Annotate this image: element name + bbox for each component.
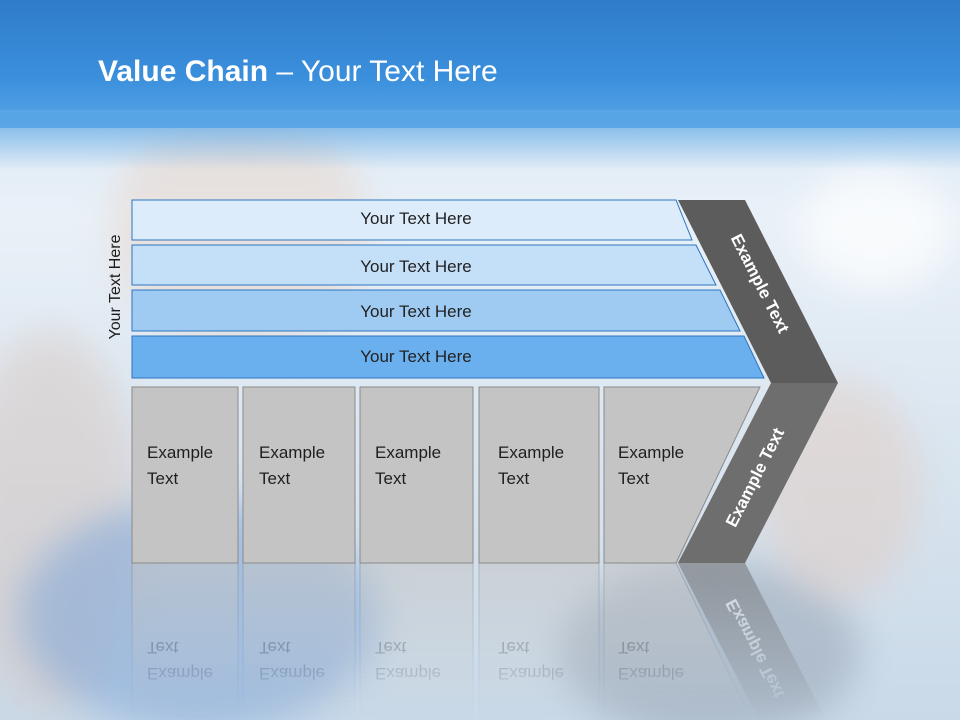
box-4-line1: Example — [498, 443, 564, 462]
stripe-1[interactable] — [131, 199, 693, 241]
box-4[interactable] — [478, 386, 600, 564]
slide-title-rest: – Your Text Here — [268, 55, 498, 88]
box-2-line1: Example — [259, 443, 325, 462]
stripe-4-label: Your Text Here — [360, 347, 472, 366]
stripe-4[interactable] — [131, 335, 765, 379]
background-photo-blur — [800, 170, 950, 290]
stripe-2-label: Your Text Here — [360, 257, 472, 276]
svg-text:Text: Text — [618, 638, 649, 657]
stripe-3-label: Your Text Here — [360, 302, 472, 321]
stripe-1-label: Your Text Here — [360, 209, 472, 228]
box-4-line2: Text — [498, 469, 529, 488]
box-2-line2: Text — [259, 469, 290, 488]
svg-text:Example: Example — [259, 664, 325, 683]
slide-title-bold: Value Chain — [98, 55, 269, 88]
slide-title: Value Chain – Your Text Here — [98, 55, 498, 89]
box-1-line2: Text — [147, 469, 178, 488]
box-group: Example Text Example Text Example Text E… — [131, 386, 761, 564]
chevron-arrow-upper[interactable] — [678, 200, 838, 383]
box-1-line1: Example — [147, 443, 213, 462]
box-3[interactable] — [359, 386, 474, 564]
svg-text:Text: Text — [147, 638, 178, 657]
svg-text:Example: Example — [498, 664, 564, 683]
stripe-group: Your Text Here Your Text Here Your Text … — [131, 199, 765, 379]
svg-text:Example: Example — [147, 664, 213, 683]
svg-text:Text: Text — [375, 638, 406, 657]
reflection: Example Text Example Text Example Text E… — [131, 562, 827, 720]
title-band — [0, 0, 960, 128]
svg-text:Text: Text — [498, 638, 529, 657]
box-3-line2: Text — [375, 469, 406, 488]
box-5-line1: Example — [618, 443, 684, 462]
stripe-3[interactable] — [131, 289, 741, 332]
box-1[interactable] — [131, 386, 239, 564]
stripe-2[interactable] — [131, 244, 717, 286]
svg-text:Example: Example — [618, 664, 684, 683]
box-2[interactable] — [242, 386, 356, 564]
svg-text:Text: Text — [259, 638, 290, 657]
chevron-arrow-lower[interactable] — [678, 383, 838, 563]
box-5-line2: Text — [618, 469, 649, 488]
title-band-fade — [0, 110, 960, 170]
box-3-line1: Example — [375, 443, 441, 462]
svg-text:Example: Example — [375, 664, 441, 683]
